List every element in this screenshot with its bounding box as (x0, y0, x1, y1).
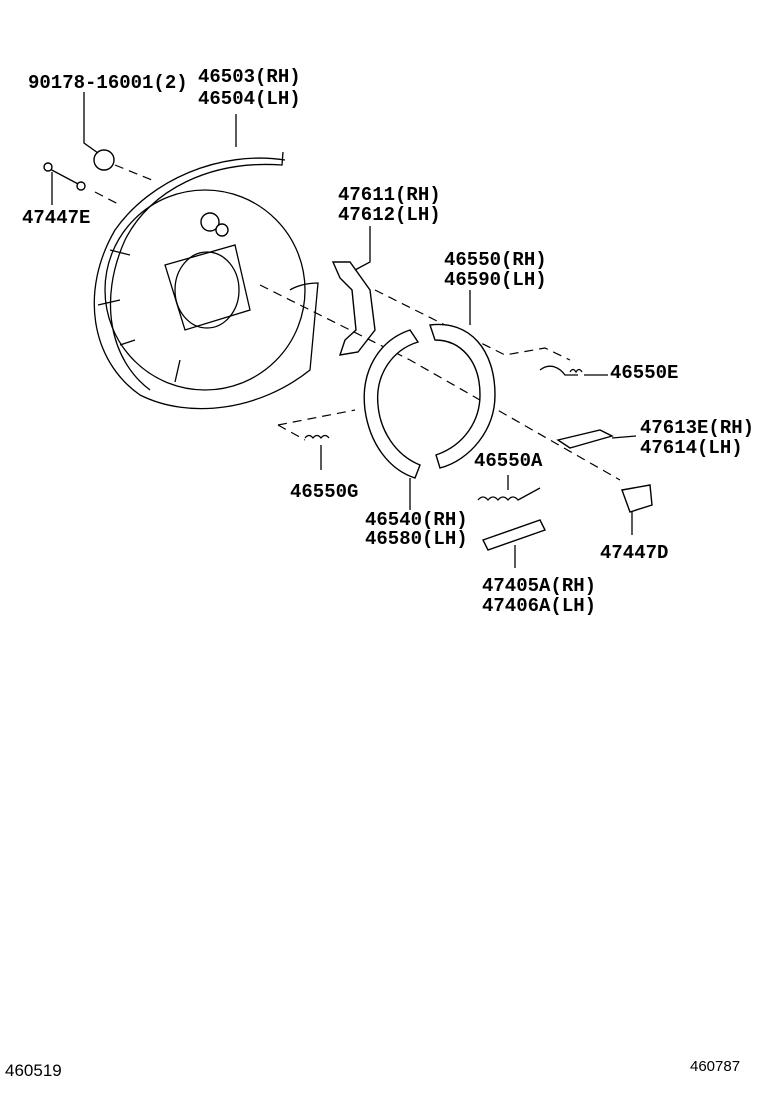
label-backing-plate-lh: 46504(LH) (198, 88, 301, 110)
label-spring-e: 46550E (610, 362, 678, 384)
spring-46550a (477, 475, 541, 502)
label-strut-lh: 47614(LH) (640, 437, 743, 459)
label-adjuster-rh: 47405A(RH) (482, 575, 596, 597)
label-adjuster-lh: 47406A(LH) (482, 595, 596, 617)
spring-46550e (539, 365, 608, 376)
clip-part (621, 484, 653, 535)
label-clip: 47447D (600, 542, 668, 564)
backing-plate (93, 151, 319, 410)
label-bolt: 47447E (22, 207, 90, 229)
front-brake-shoe (363, 329, 421, 510)
grommet-part (83, 92, 153, 181)
label-shoe-rear-lh: 46590(LH) (444, 269, 547, 291)
footer-right-code: 460787 (690, 1058, 740, 1075)
label-shoe-front-lh: 46580(LH) (365, 528, 468, 550)
label-grommet: 90178-16001(2) (28, 72, 188, 94)
bolt-part (43, 162, 121, 206)
label-shoe-front-rh: 46540(RH) (365, 509, 468, 531)
parking-lever (331, 226, 376, 356)
label-shoe-rear-rh: 46550(RH) (444, 249, 547, 271)
label-lever-rh: 47611(RH) (338, 184, 441, 206)
label-lever-lh: 47612(LH) (338, 204, 441, 226)
strut-part (556, 429, 637, 449)
label-backing-plate-rh: 46503(RH) (198, 66, 301, 88)
label-spring-a: 46550A (474, 450, 543, 472)
label-strut-rh: 47613E(RH) (640, 417, 754, 439)
label-spring-g: 46550G (290, 481, 358, 503)
rear-brake-shoe (429, 290, 496, 469)
spring-46550g (277, 409, 356, 470)
adjuster-part (482, 519, 546, 568)
footer-left-code: 460519 (5, 1061, 62, 1080)
